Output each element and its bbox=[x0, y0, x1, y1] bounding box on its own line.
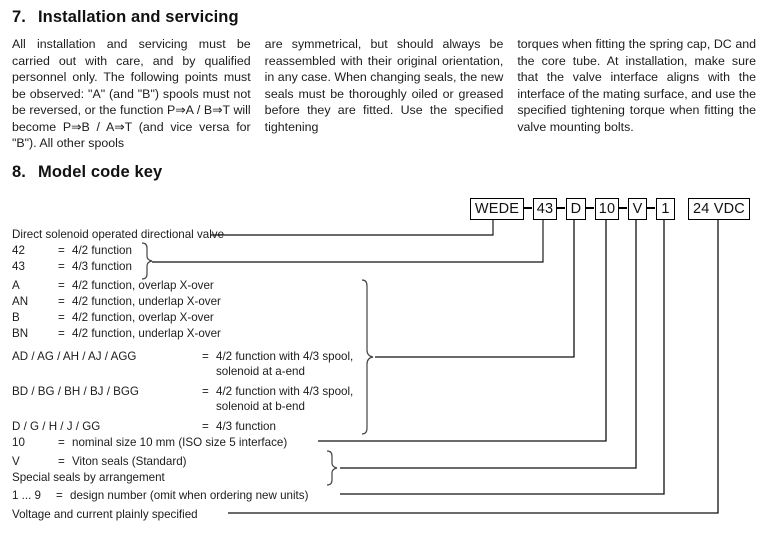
legend-cont: solenoid at b-end bbox=[216, 400, 305, 413]
installation-body-columns: All installation and servicing must be c… bbox=[12, 36, 756, 152]
body-column-1: All installation and servicing must be c… bbox=[12, 36, 251, 152]
brace-spool bbox=[361, 279, 374, 435]
code-separator-3 bbox=[619, 207, 627, 209]
legend-cont: solenoid at a-end bbox=[216, 365, 305, 378]
code-box-1: 1 bbox=[656, 198, 675, 220]
legend-key: 1 ... 9 bbox=[12, 489, 42, 502]
body-paragraph-3: torques when fitting the spring cap, DC … bbox=[517, 37, 757, 134]
legend-val: 4/3 function bbox=[72, 260, 132, 273]
legend-key: V bbox=[12, 455, 20, 468]
leader-size bbox=[318, 220, 607, 442]
legend-key-w: D / G / H / J / GG bbox=[12, 420, 101, 433]
legend-key: B bbox=[12, 311, 20, 324]
legend-key-w: BD / BG / BH / BJ / BGG bbox=[12, 385, 139, 398]
leader-wede bbox=[210, 220, 494, 236]
leader-seals bbox=[340, 220, 637, 469]
body-column-3: torques when fitting the spring cap, DC … bbox=[517, 36, 756, 152]
section-number-7: 7. bbox=[12, 8, 26, 26]
legend-val: 4/2 function bbox=[72, 244, 132, 257]
legend-val-w: 4/2 function with 4/3 spool, bbox=[216, 385, 354, 398]
legend-key: AN bbox=[12, 295, 29, 308]
section-title-8: Model code key bbox=[38, 163, 163, 181]
legend-val: 4/2 function, underlap X-over bbox=[72, 295, 221, 308]
leader-spool bbox=[375, 220, 575, 358]
legend-key: 10 bbox=[12, 436, 25, 449]
legend-plain: Special seals by arrangement bbox=[12, 471, 165, 484]
code-box-24-vdc: 24 VDC bbox=[688, 198, 750, 220]
code-box-wede: WEDE bbox=[470, 198, 524, 220]
leader-design-number bbox=[340, 220, 665, 495]
body-paragraph-2: are symmetrical, but should always be re… bbox=[264, 37, 504, 134]
legend-eq: = bbox=[56, 489, 63, 502]
code-box-d: D bbox=[566, 198, 586, 220]
code-box-43: 43 bbox=[533, 198, 557, 220]
body-paragraph-1: All installation and servicing must be c… bbox=[12, 37, 251, 151]
legend-eq: = bbox=[58, 244, 65, 257]
legend-key-w: AD / AG / AH / AJ / AGG bbox=[12, 350, 137, 363]
legend-plain: Voltage and current plainly specified bbox=[12, 508, 198, 521]
legend-val: Viton seals (Standard) bbox=[72, 455, 187, 468]
legend-plain: Direct solenoid operated directional val… bbox=[12, 228, 225, 241]
legend-eq: = bbox=[58, 311, 65, 324]
legend-eq: = bbox=[58, 295, 65, 308]
legend-key: BN bbox=[12, 327, 29, 340]
legend-val: nominal size 10 mm (ISO size 5 interface… bbox=[72, 436, 288, 449]
code-box-v: V bbox=[628, 198, 647, 220]
code-box-10: 10 bbox=[595, 198, 619, 220]
legend-key: 42 bbox=[12, 244, 25, 257]
code-separator-4 bbox=[647, 207, 655, 209]
legend-eq-w: = bbox=[202, 350, 209, 363]
legend-eq-w: = bbox=[202, 420, 209, 433]
section-title-7: Installation and servicing bbox=[38, 8, 239, 26]
legend-key: A bbox=[12, 279, 20, 292]
page-title-installation: 7. Installation and servicing bbox=[12, 8, 239, 27]
legend-val-w: 4/2 function with 4/3 spool, bbox=[216, 350, 354, 363]
code-separator-1 bbox=[557, 207, 565, 209]
leader-function bbox=[152, 220, 544, 263]
section-number-8: 8. bbox=[12, 163, 26, 181]
legend-val: 4/2 function, overlap X-over bbox=[72, 311, 214, 324]
legend-key: 43 bbox=[12, 260, 25, 273]
legend-val: 4/2 function, overlap X-over bbox=[72, 279, 214, 292]
code-separator-2 bbox=[586, 207, 594, 209]
legend-eq: = bbox=[58, 436, 65, 449]
legend-val-w: 4/3 function bbox=[216, 420, 276, 433]
legend-eq: = bbox=[58, 279, 65, 292]
legend-eq-w: = bbox=[202, 385, 209, 398]
page-title-model-code-key: 8. Model code key bbox=[12, 163, 162, 182]
legend-eq: = bbox=[58, 455, 65, 468]
legend-eq: = bbox=[58, 327, 65, 340]
legend-eq: = bbox=[58, 260, 65, 273]
brace-seals bbox=[326, 450, 338, 486]
brace-function bbox=[141, 242, 153, 280]
legend-val: design number (omit when ordering new un… bbox=[70, 489, 309, 502]
code-separator-0 bbox=[524, 207, 532, 209]
legend-val: 4/2 function, underlap X-over bbox=[72, 327, 221, 340]
body-column-2: are symmetrical, but should always be re… bbox=[265, 36, 504, 152]
